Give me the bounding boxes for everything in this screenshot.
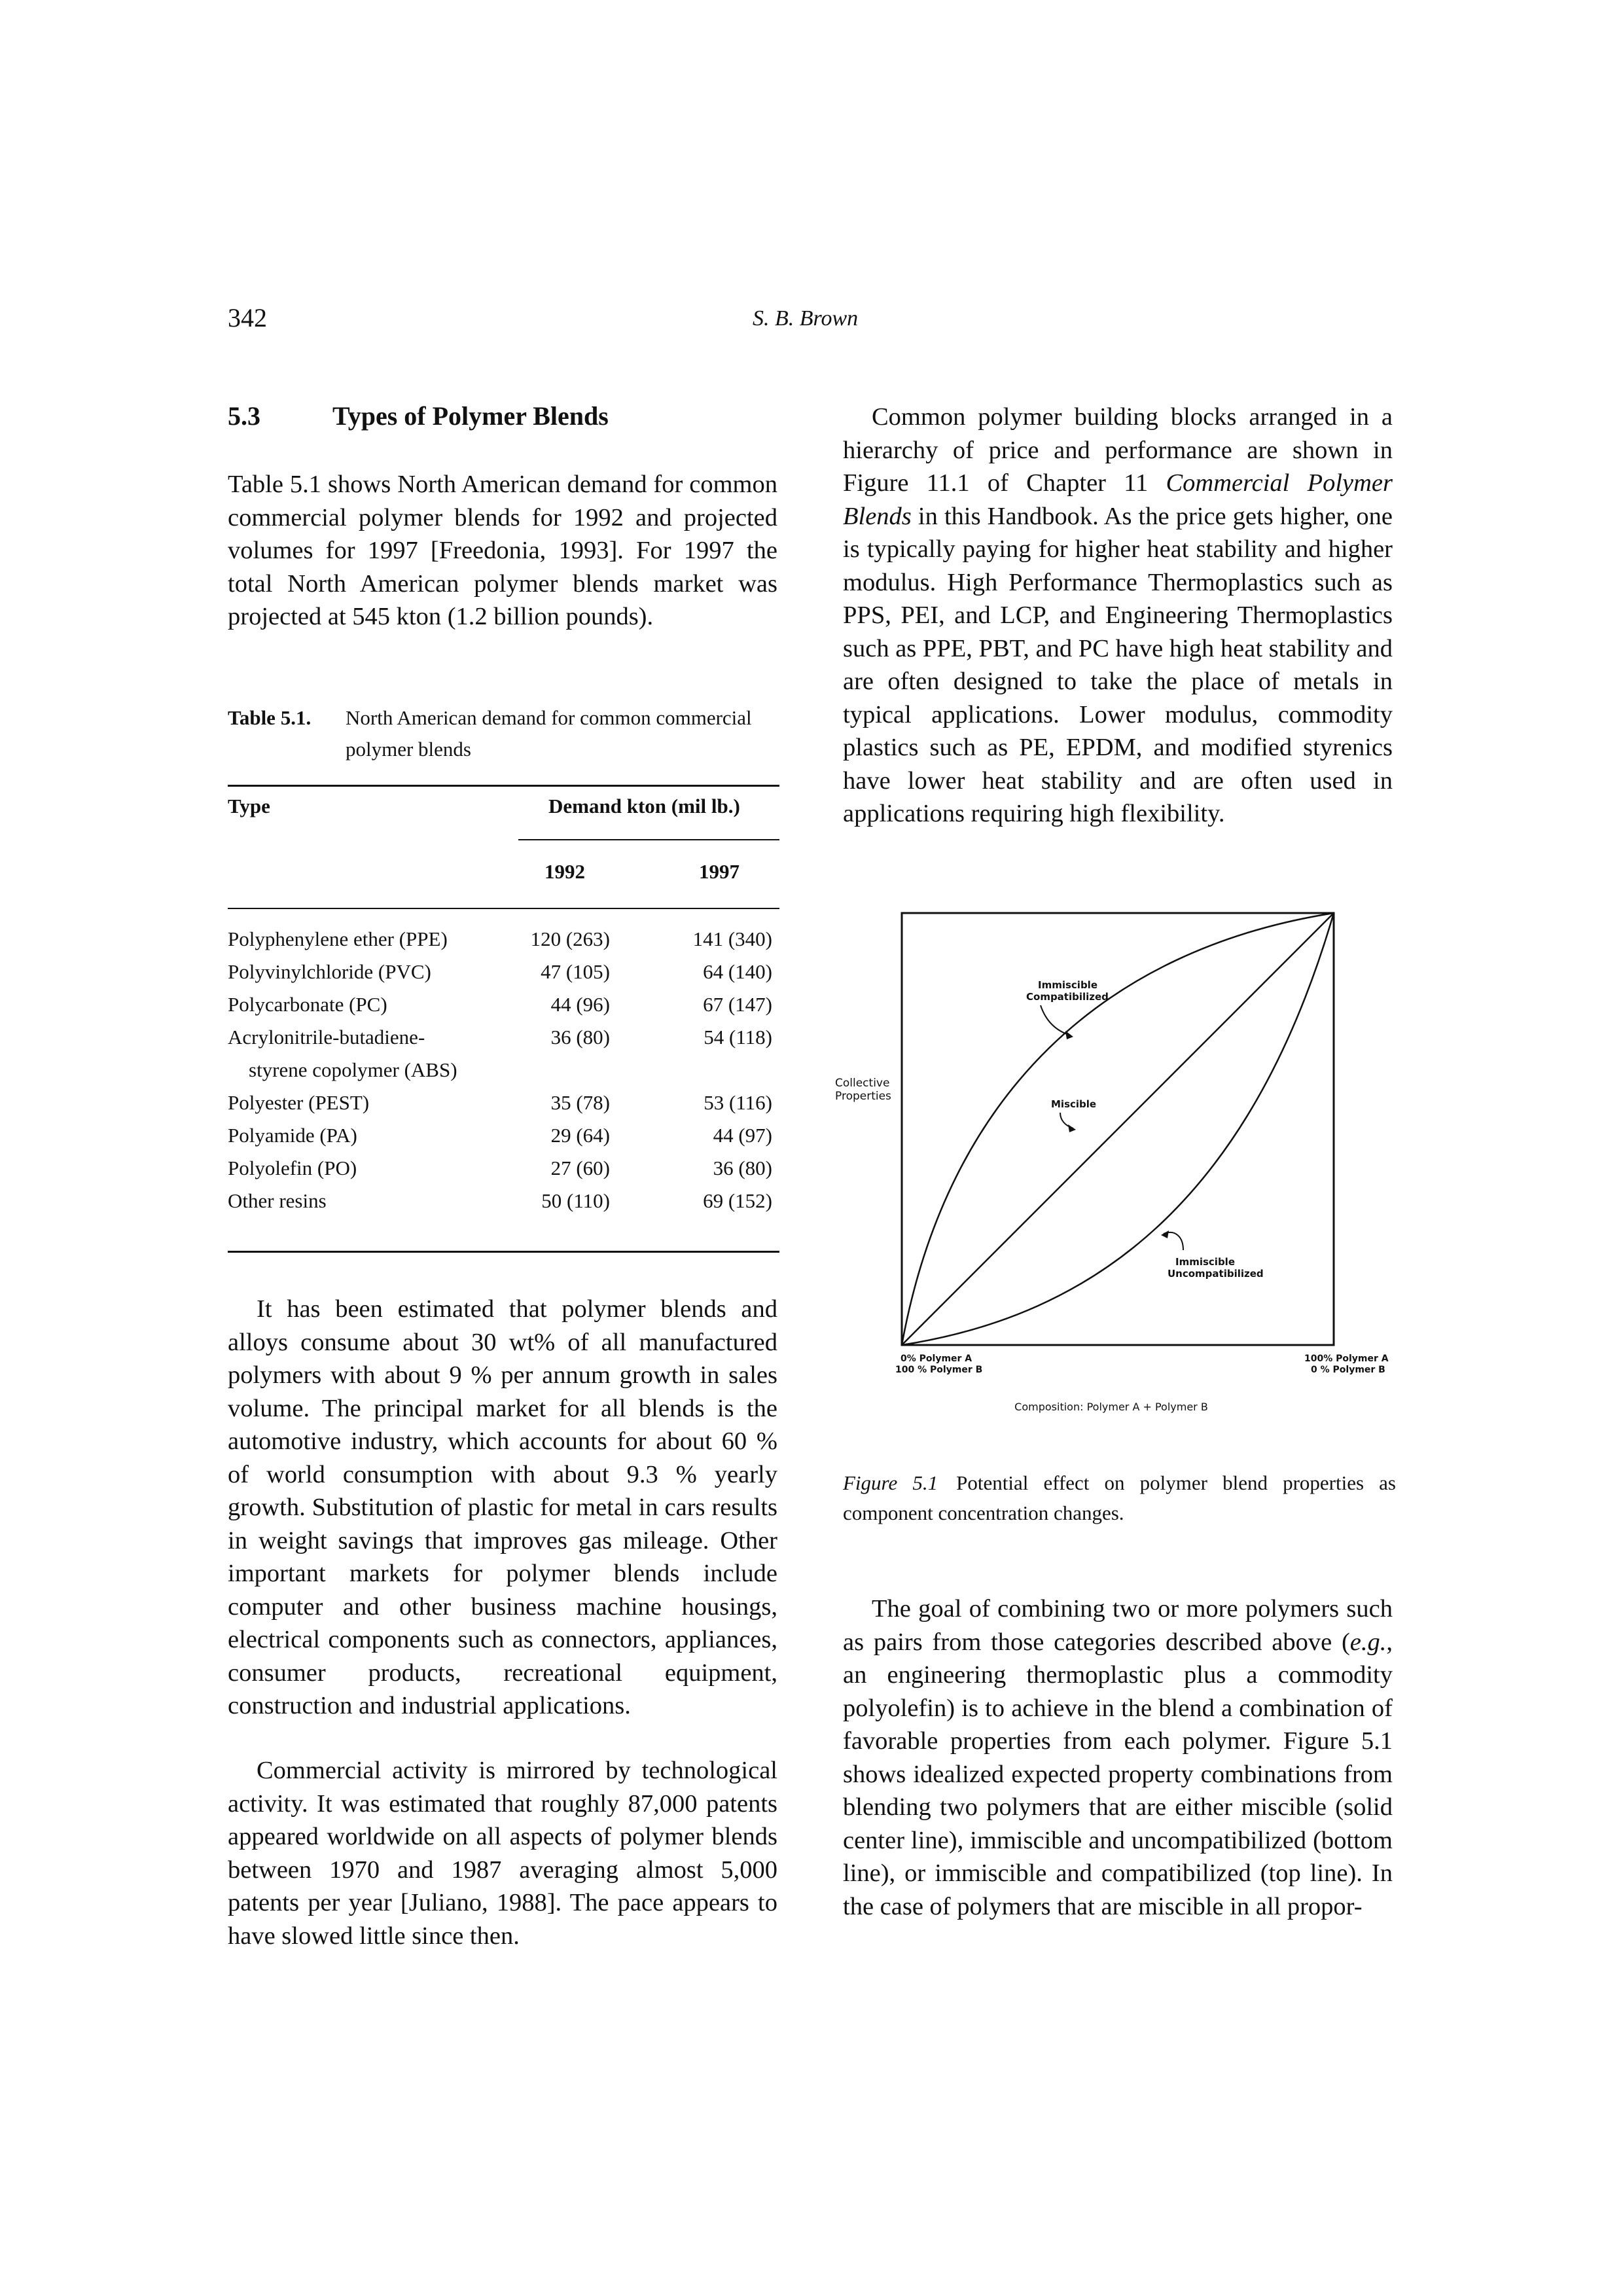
table-cell-type: Polyolefin (PO): [228, 1157, 357, 1179]
figure-caption-label: Figure 5.1: [843, 1471, 938, 1494]
left-paragraph-1: Table 5.1 shows North American demand fo…: [228, 468, 777, 634]
x-axis-title: Composition: Polymer A + Polymer B: [1014, 1401, 1208, 1413]
x-right-label-line-2: 0 % Polymer B: [1311, 1365, 1385, 1375]
table-cell-1992: 120 (263): [530, 927, 610, 950]
arrowhead-compatibilized: [1065, 1031, 1073, 1039]
table-cell-type: Polycarbonate (PC): [228, 993, 387, 1016]
compatibilized-curve: [901, 912, 1334, 1346]
table-cell-type: Polyamide (PA): [228, 1124, 357, 1147]
miscible-line: [901, 912, 1334, 1346]
arrow-miscible: [1060, 1112, 1074, 1129]
right-paragraph-2-part-b: , an engineering thermoplastic plus a co…: [843, 1628, 1393, 1920]
table-header-rule: [228, 908, 779, 909]
table-cell-1992: 29 (64): [550, 1124, 610, 1147]
table-cell-1992: 36 (80): [550, 1026, 610, 1049]
label-compatibilized-line-1: Immiscible: [1038, 979, 1097, 991]
table-cell-type: Acrylonitrile-butadiene-: [228, 1026, 425, 1049]
right-paragraph-2-text: The goal of combining two or more polyme…: [843, 1592, 1393, 1923]
table-cell-1997: 53 (116): [704, 1091, 772, 1114]
x-right-label-line-1: 100% Polymer A: [1304, 1354, 1389, 1364]
left-paragraph-1-text: Table 5.1 shows North American demand fo…: [228, 471, 777, 630]
table-cell-1992: 50 (110): [541, 1189, 610, 1212]
arrow-compatibilized: [1040, 1005, 1071, 1036]
page-number: 342: [228, 303, 267, 332]
table-cell-1997: 44 (97): [713, 1124, 772, 1147]
x-left-label-line-2: 100 % Polymer B: [895, 1365, 982, 1375]
table-cell-type: Other resins: [228, 1189, 327, 1212]
table-bottom-rule: [228, 1251, 779, 1253]
right-paragraph-2-emphasis: e.g.: [1349, 1628, 1387, 1656]
y-axis-label-line-2: Properties: [835, 1090, 891, 1103]
left-paragraph-2-text: It has been estimated that polymer blend…: [228, 1295, 777, 1719]
table-header-demand: Demand kton (mil lb.): [548, 795, 740, 817]
table-demand-rule: [518, 839, 779, 840]
table-caption: Table 5.1. North American demand for comm…: [228, 702, 777, 765]
table-cell-1997: 36 (80): [713, 1157, 772, 1179]
table-cell-1992: 35 (78): [550, 1091, 610, 1114]
table-caption-text: North American demand for common commerc…: [346, 706, 752, 761]
arrowhead-miscible: [1068, 1124, 1076, 1132]
table-top-rule: [228, 785, 779, 787]
table-label: Table 5.1.: [228, 706, 312, 729]
y-axis-label-line-1: Collective: [835, 1077, 889, 1090]
uncompatibilized-curve: [901, 912, 1335, 1346]
table-header-1997: 1997: [699, 860, 740, 883]
right-paragraph-2: The goal of combining two or more polyme…: [843, 1592, 1393, 1923]
table-cell-1992: 27 (60): [550, 1157, 610, 1179]
left-paragraph-2: It has been estimated that polymer blend…: [228, 1293, 777, 1723]
table-cell-type: Polyphenylene ether (PPE): [228, 927, 448, 950]
x-left-label-line-1: 0% Polymer A: [901, 1354, 972, 1364]
table-cell-type: styrene copolymer (ABS): [249, 1058, 457, 1081]
section-heading: 5.3 Types of Polymer Blends: [228, 401, 609, 431]
label-miscible: Miscible: [1051, 1098, 1096, 1110]
table-cell-type: Polyvinylchloride (PVC): [228, 960, 431, 983]
table-header-1992: 1992: [544, 860, 585, 883]
right-paragraph-1-emphasis: Commercial Polymer Blends: [843, 469, 1393, 530]
right-paragraph-2-part-a: The goal of combining two or more polyme…: [843, 1595, 1393, 1656]
table-cell-1997: 69 (152): [703, 1189, 772, 1212]
running-author: S. B. Brown: [753, 306, 859, 331]
table-cell-1997: 54 (118): [704, 1026, 772, 1049]
table-header-type: Type: [228, 795, 270, 817]
table-cell-1992: 47 (105): [541, 960, 610, 983]
right-paragraph-1: Common polymer building blocks arranged …: [843, 401, 1393, 831]
blend-properties-diagram: Collective Properties Immiscible Compati…: [835, 912, 1389, 1413]
table-cell-type: Polyester (PEST): [228, 1091, 370, 1114]
plot-frame: [901, 912, 1335, 1346]
label-uncompatibilized-line-2: Uncompatibilized: [1168, 1268, 1264, 1280]
left-paragraph-3-text: Commercial activity is mirrored by techn…: [228, 1757, 777, 1950]
right-paragraph-1-part-b: in this Handbook. As the price gets high…: [843, 502, 1393, 828]
table-cell-1992: 44 (96): [550, 993, 610, 1016]
right-paragraph-1-part-a: Common polymer building blocks arranged …: [843, 403, 1393, 497]
right-paragraph-1-text: Common polymer building blocks arranged …: [843, 401, 1393, 831]
table-cell-1997: 141 (340): [692, 927, 772, 950]
table-cell-1997: 67 (147): [703, 993, 772, 1016]
figure-caption-text: Potential effect on polymer blend proper…: [843, 1471, 1396, 1524]
label-compatibilized-line-2: Compatibilized: [1026, 991, 1109, 1003]
section-title: Types of Polymer Blends: [332, 401, 609, 431]
figure-5-1: Collective Properties Immiscible Compati…: [830, 897, 1412, 1433]
left-paragraph-3: Commercial activity is mirrored by techn…: [228, 1754, 777, 1952]
table-cell-1997: 64 (140): [703, 960, 772, 983]
section-number: 5.3: [228, 401, 260, 431]
arrowhead-uncompatibilized: [1161, 1230, 1169, 1238]
label-uncompatibilized-line-1: Immiscible: [1175, 1256, 1235, 1268]
